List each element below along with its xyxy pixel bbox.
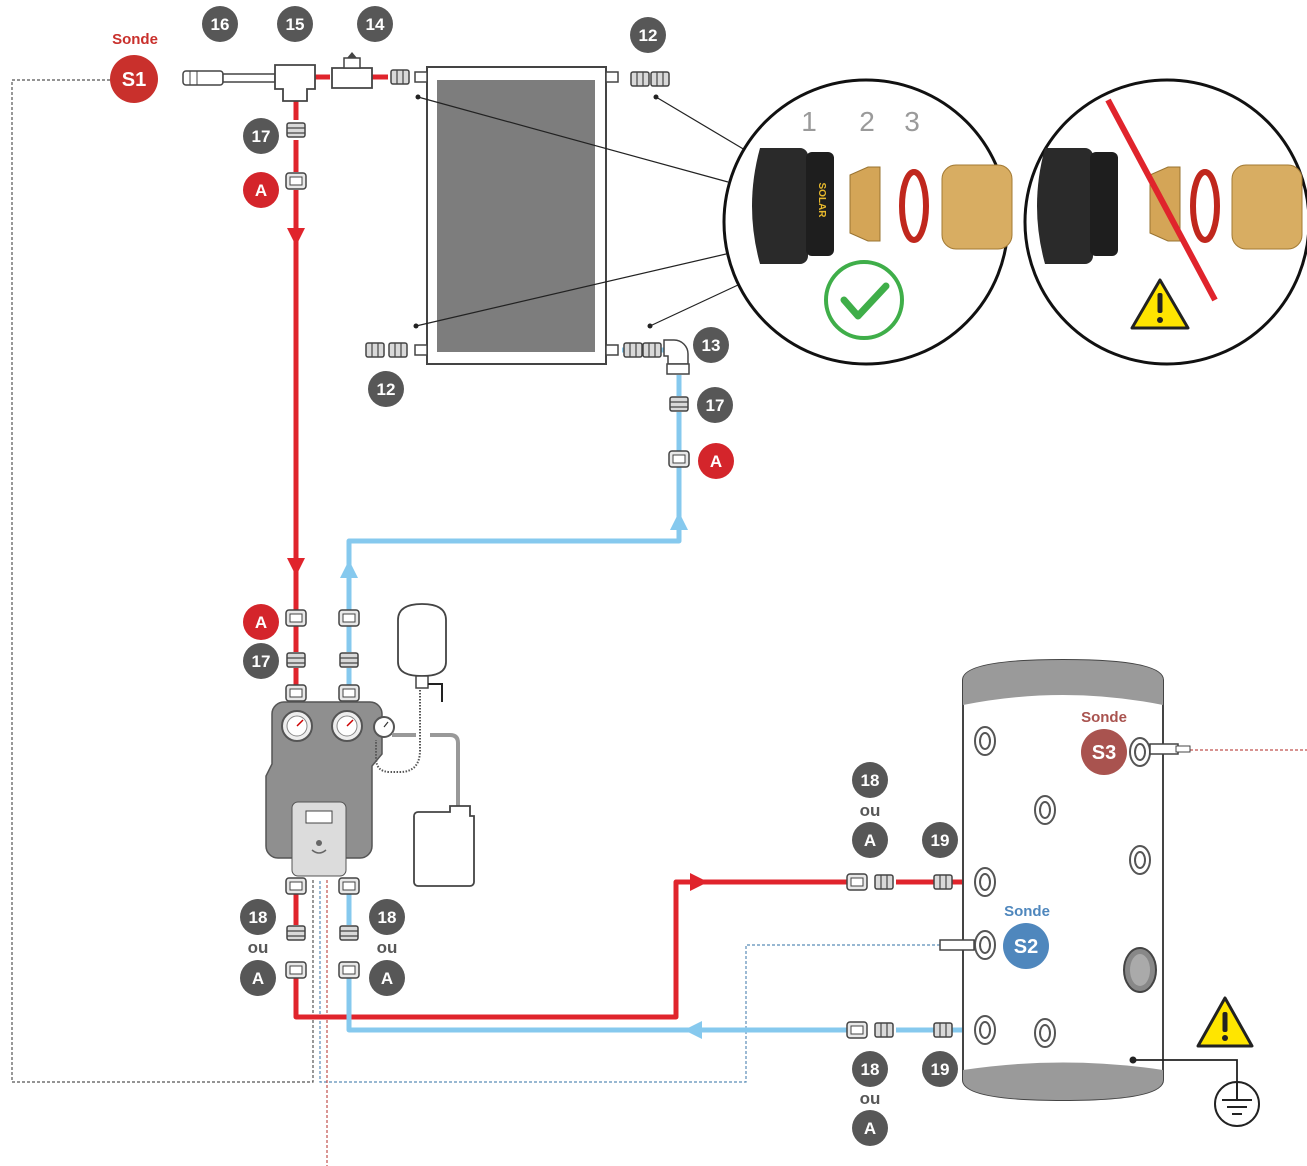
s2-label: S2 <box>1014 936 1038 958</box>
ground-icon <box>1214 1081 1260 1127</box>
svg-text:12: 12 <box>639 26 658 45</box>
badge-16: 16 <box>202 6 238 42</box>
flow-arrow-icon <box>287 228 708 1039</box>
badge-19: 19 <box>922 822 958 858</box>
svg-text:A: A <box>864 831 876 850</box>
step-3-label: 3 <box>904 106 920 137</box>
sonde-label: Sonde <box>1081 709 1127 726</box>
badge-14: 14 <box>357 6 393 42</box>
badge-a: A <box>852 822 888 858</box>
svg-text:17: 17 <box>252 652 271 671</box>
badge-17: 17 <box>243 118 279 154</box>
svg-text:18: 18 <box>249 908 268 927</box>
badge-17: 17 <box>243 643 279 679</box>
svg-text:19: 19 <box>931 831 950 850</box>
badge-18: 18 <box>240 899 276 935</box>
cold-pipe-from-tank <box>346 978 850 1033</box>
leader-lines <box>415 96 746 327</box>
badge-12: 12 <box>630 17 666 53</box>
storage-tank <box>962 658 1238 1102</box>
hot-pipes <box>293 74 985 1020</box>
detail-incorrect-assembly <box>1023 78 1307 366</box>
badge-18: 18 <box>369 899 405 935</box>
sensor-wire-s2 <box>319 880 940 1083</box>
badge-a: A <box>240 960 276 996</box>
warning-icon <box>1196 996 1254 1048</box>
pressure-gauge-icon <box>281 710 395 742</box>
badge-a: A <box>369 960 405 996</box>
cold-pipe-to-collector <box>346 466 682 610</box>
ou-label: ou <box>248 938 269 957</box>
svg-text:18: 18 <box>861 1060 880 1079</box>
svg-text:15: 15 <box>286 15 305 34</box>
s3-label: S3 <box>1092 742 1116 764</box>
sensor-s1: Sonde S1 <box>110 31 158 103</box>
ou-label: ou <box>860 1089 881 1108</box>
pump-station <box>265 603 475 887</box>
badge-a-red: A <box>698 443 734 479</box>
sonde-label: Sonde <box>1004 903 1050 920</box>
badge-a: A <box>852 1110 888 1146</box>
svg-text:16: 16 <box>211 15 230 34</box>
detail-correct-assembly: SOLAR <box>722 78 1013 366</box>
warning-icon <box>1130 278 1190 330</box>
badge-a-red: A <box>243 604 279 640</box>
ou-label: ou <box>377 938 398 957</box>
badge-12: 12 <box>368 371 404 407</box>
svg-text:19: 19 <box>931 1060 950 1079</box>
sonde-label: Sonde <box>112 31 158 48</box>
badge-17: 17 <box>697 387 733 423</box>
svg-text:12: 12 <box>377 380 396 399</box>
s1-label: S1 <box>122 69 146 91</box>
svg-text:17: 17 <box>252 127 271 146</box>
badge-13: 13 <box>693 327 729 363</box>
fitting-marking: SOLAR <box>816 183 827 219</box>
ou-label: ou <box>860 801 881 820</box>
svg-text:18: 18 <box>378 908 397 927</box>
top-fittings <box>182 52 373 102</box>
svg-text:17: 17 <box>706 396 725 415</box>
ou-labels: ou ou ou ou <box>248 801 881 1108</box>
sensor-wires <box>11 79 1307 1166</box>
svg-text:A: A <box>864 1119 876 1138</box>
component-badges: 16 15 14 12 12 13 17 17 17 18 18 18 18 1… <box>202 6 958 1146</box>
svg-text:A: A <box>252 969 264 988</box>
svg-text:14: 14 <box>366 15 385 34</box>
badge-a-red: A <box>243 172 279 208</box>
sensor-wire-s1 <box>11 79 314 1083</box>
red-a-badges: A A A <box>243 172 734 640</box>
solar-collector <box>414 66 619 365</box>
svg-text:13: 13 <box>702 336 721 355</box>
step-2-label: 2 <box>859 106 875 137</box>
svg-text:A: A <box>381 969 393 988</box>
step-1-label: 1 <box>801 106 817 137</box>
check-icon <box>824 260 904 340</box>
tank-probes <box>939 743 1191 951</box>
svg-text:18: 18 <box>861 771 880 790</box>
svg-text:A: A <box>255 613 267 632</box>
cold-pipes <box>346 347 985 1033</box>
svg-text:A: A <box>255 181 267 200</box>
svg-text:A: A <box>710 452 722 471</box>
badge-19: 19 <box>922 1051 958 1087</box>
badge-18: 18 <box>852 1051 888 1087</box>
badge-18: 18 <box>852 762 888 798</box>
collector-fittings <box>365 69 690 375</box>
sensor-s3: Sonde S3 <box>1081 709 1127 775</box>
sensor-s2: Sonde S2 <box>1003 903 1050 969</box>
badge-15: 15 <box>277 6 313 42</box>
hot-pipe-to-tank <box>293 879 850 1020</box>
